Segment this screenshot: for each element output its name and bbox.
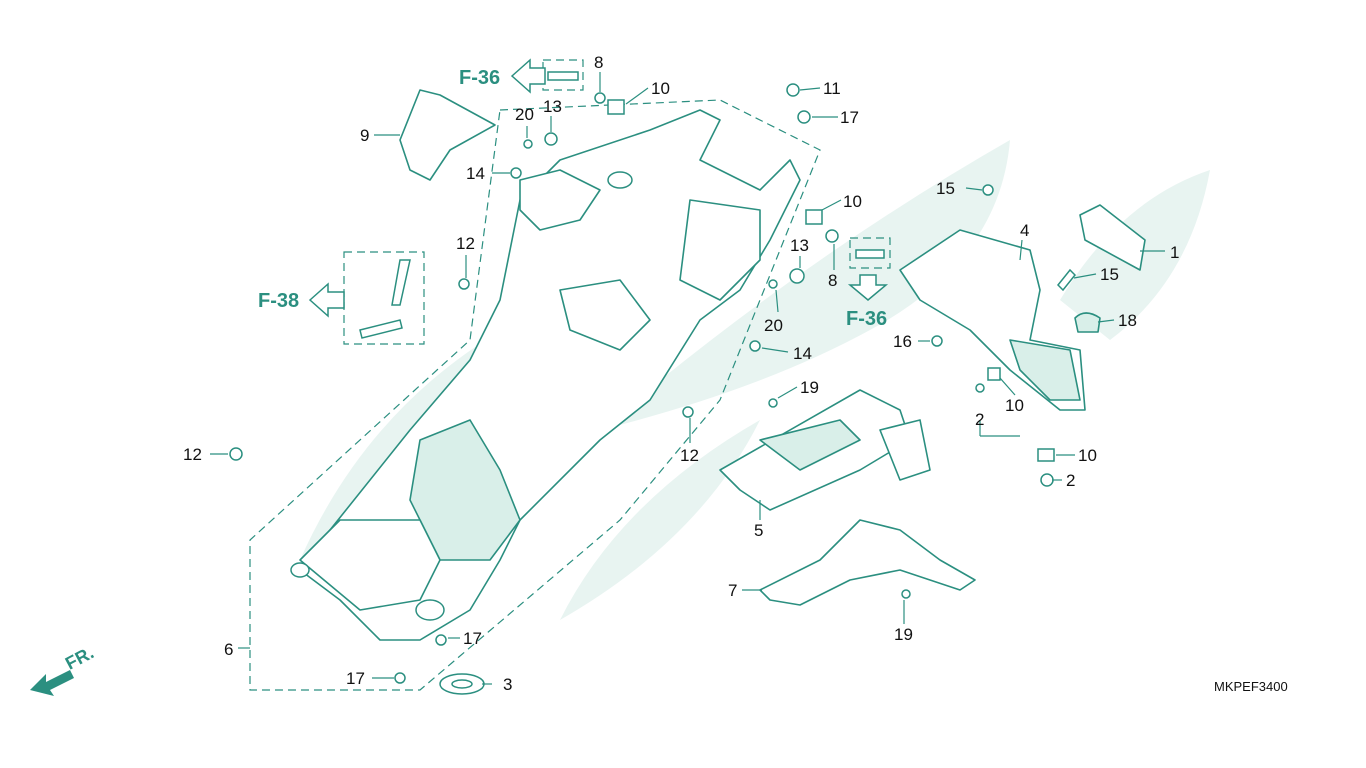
callout-labels: 1 2 2 3 4 5 6 7 8 8 9 10 10 10 10 11 12 … — [183, 53, 1179, 694]
callout-15b: 15 — [1100, 265, 1119, 284]
callout-13a: 13 — [543, 97, 562, 116]
callout-19b: 19 — [894, 625, 913, 644]
callout-17a: 17 — [463, 629, 482, 648]
clip-8-top[interactable] — [594, 92, 606, 104]
ref-f36-right[interactable]: F-36 — [846, 308, 887, 330]
hardware — [229, 71, 1077, 684]
grommet-10-lower[interactable] — [1037, 448, 1055, 462]
callout-8b: 8 — [828, 271, 837, 290]
bolt-13-top[interactable] — [544, 132, 558, 146]
callout-20b: 20 — [764, 316, 783, 335]
arrow-f36-right[interactable] — [847, 274, 889, 301]
nut-12-left[interactable] — [229, 447, 243, 461]
front-arrow-icon — [30, 670, 74, 696]
front-direction-label: FR. — [62, 642, 97, 673]
callout-10a: 10 — [651, 79, 670, 98]
screw-15-right[interactable] — [1056, 268, 1077, 292]
grommet-10-top[interactable] — [607, 99, 625, 115]
clip-14-right[interactable] — [749, 340, 761, 352]
screw-19-top[interactable] — [768, 398, 778, 408]
callout-12a: 12 — [183, 445, 202, 464]
callout-17b: 17 — [346, 669, 365, 688]
reflector-part-1[interactable] — [1079, 204, 1146, 271]
callout-12c: 12 — [680, 446, 699, 465]
bolt-f36-right[interactable] — [855, 249, 885, 259]
assembly-outline — [249, 99, 821, 691]
nut-16[interactable] — [931, 335, 943, 347]
callout-13b: 13 — [790, 236, 809, 255]
reference-labels: F-36 F-38 F-36 — [258, 67, 887, 330]
screw-19-bottom[interactable] — [901, 589, 911, 599]
callout-16: 16 — [893, 332, 912, 351]
callout-5: 5 — [754, 521, 763, 540]
bolt-13-right[interactable] — [789, 268, 805, 284]
clip-8-right[interactable] — [825, 229, 839, 243]
callout-18: 18 — [1118, 311, 1137, 330]
callout-14b: 14 — [793, 344, 812, 363]
cap-part-18[interactable] — [1074, 312, 1101, 333]
nut-17-low[interactable] — [394, 672, 406, 684]
grommet-part-3[interactable] — [439, 673, 485, 695]
callout-12b: 12 — [456, 234, 475, 253]
screw-20-top[interactable] — [523, 139, 533, 149]
callout-4: 4 — [1020, 221, 1029, 240]
screw-20-right[interactable] — [768, 279, 778, 289]
diagram-code: MKPEF3400 — [1214, 679, 1288, 694]
ref-f38[interactable]: F-38 — [258, 290, 299, 312]
license-bracket-part-5[interactable] — [719, 389, 931, 511]
grommet-10-mid[interactable] — [987, 367, 1001, 381]
callout-6: 6 — [224, 640, 233, 659]
bracket-part-7[interactable] — [759, 519, 976, 606]
callout-10d: 10 — [1078, 446, 1097, 465]
clip-14-top[interactable] — [510, 167, 522, 179]
callout-10b: 10 — [843, 192, 862, 211]
callout-20a: 20 — [515, 105, 534, 124]
clip-f38[interactable] — [359, 319, 403, 339]
callout-8a: 8 — [594, 53, 603, 72]
nut-12-lower[interactable] — [682, 406, 694, 418]
bolt-2-mid[interactable] — [975, 383, 985, 393]
grommet-10-right[interactable] — [805, 209, 823, 225]
rod-f38[interactable] — [391, 259, 411, 306]
nut-17-top[interactable] — [797, 110, 811, 124]
callout-19a: 19 — [800, 378, 819, 397]
leader-lines — [210, 72, 1165, 685]
callout-3: 3 — [503, 675, 512, 694]
reference-arrows — [30, 58, 889, 696]
callout-2b: 2 — [1066, 471, 1075, 490]
callout-9: 9 — [360, 126, 369, 145]
nut-17-bottom[interactable] — [435, 634, 447, 646]
callout-2a: 2 — [975, 410, 984, 429]
callout-10c: 10 — [1005, 396, 1024, 415]
license-light-bracket-part-4[interactable] — [899, 229, 1086, 411]
callout-17c: 17 — [840, 108, 859, 127]
nut-12-mid[interactable] — [458, 278, 470, 290]
screw-15-top[interactable] — [982, 184, 994, 196]
callout-14a: 14 — [466, 164, 485, 183]
nut-2-right[interactable] — [1040, 473, 1054, 487]
bolt-f36-top[interactable] — [547, 71, 579, 81]
callout-15a: 15 — [936, 179, 955, 198]
callout-11: 11 — [823, 79, 841, 98]
rear-fender-part-6[interactable] — [290, 109, 801, 641]
ref-f36-top[interactable]: F-36 — [459, 67, 500, 89]
callout-7: 7 — [728, 581, 737, 600]
screw-11[interactable] — [786, 83, 800, 97]
arrow-f38[interactable] — [308, 282, 345, 318]
arrow-f36-top[interactable] — [510, 58, 546, 94]
bracket-part-9[interactable] — [399, 89, 496, 181]
callout-1: 1 — [1170, 243, 1179, 262]
